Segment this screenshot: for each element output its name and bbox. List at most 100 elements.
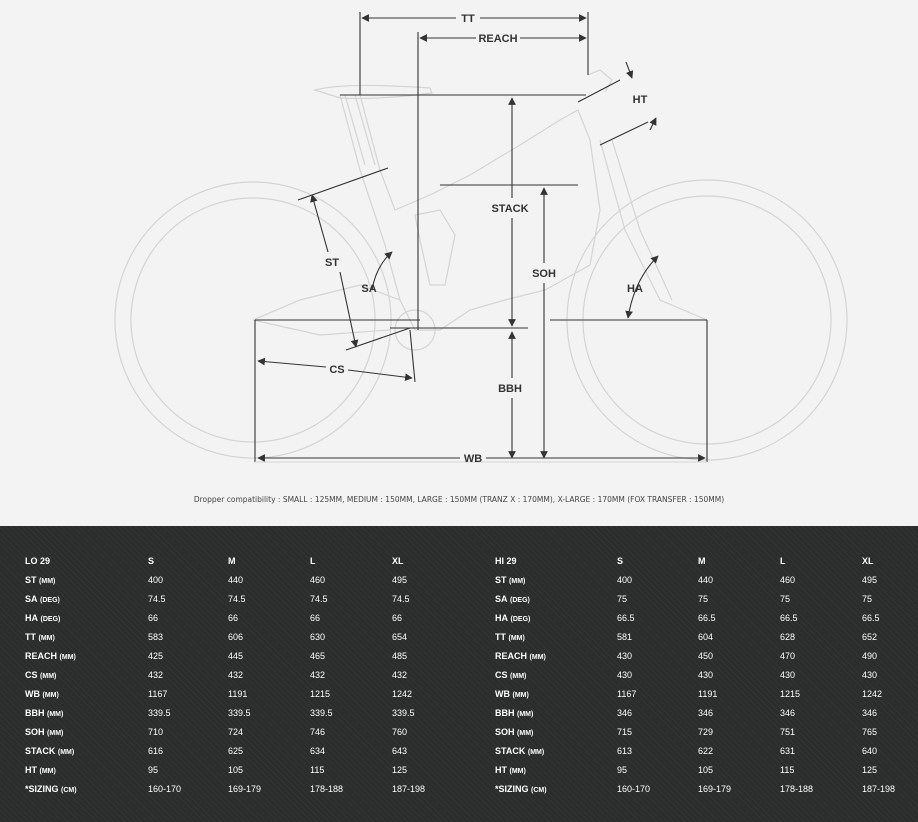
table-cell: 654 (392, 632, 408, 642)
row-label: SOH (MM) (25, 727, 63, 737)
row-label: ST (MM) (25, 575, 55, 585)
table-cell: 95 (617, 765, 628, 775)
table-cell: 440 (228, 575, 244, 585)
row-label-unit: (CM) (61, 787, 77, 794)
row-label: TT (MM) (25, 632, 55, 642)
table-cell: 75 (862, 594, 873, 604)
size-header: XL (862, 556, 874, 566)
table-cell: 75 (780, 594, 791, 604)
table-cell: 346 (698, 708, 714, 718)
row-label: SOH (MM) (495, 727, 533, 737)
label-tt: TT (461, 13, 475, 25)
row-label-name: BBH (495, 708, 515, 718)
table-cell: 430 (780, 670, 796, 680)
table-cell: 339.5 (228, 708, 251, 718)
table-cell: 430 (617, 651, 633, 661)
row-label-name: REACH (495, 651, 528, 661)
fork (599, 139, 708, 321)
table-cell: 66 (392, 613, 403, 623)
label-cs: CS (329, 364, 344, 376)
table-cell: 495 (862, 575, 878, 585)
row-label: *SIZING (CM) (495, 784, 547, 794)
dimension-lines (254, 12, 708, 463)
row-label-name: WB (25, 689, 40, 699)
table-cell: 425 (148, 651, 164, 661)
table-cell: 622 (698, 746, 714, 756)
table-cell: 643 (392, 746, 408, 756)
table-cell: 604 (698, 632, 714, 642)
row-label-unit: (MM) (529, 654, 546, 661)
table-cell: 339.5 (148, 708, 171, 718)
table-cell: 346 (780, 708, 796, 718)
row-label: WB (MM) (495, 689, 529, 699)
table-cell: 751 (780, 727, 796, 737)
table-cell: 470 (780, 651, 796, 661)
table-cell: 631 (780, 746, 796, 756)
row-label-unit: (MM) (510, 673, 527, 680)
table-cell: 729 (698, 727, 714, 737)
table-cell: 105 (698, 765, 714, 775)
table-cell: 1167 (148, 689, 168, 699)
table-cell: 105 (228, 765, 244, 775)
row-label-unit: (DEG) (510, 616, 531, 623)
table-cell: 613 (617, 746, 633, 756)
table-cell: 66.5 (698, 613, 716, 623)
table-title: HI 29 (495, 556, 517, 566)
table-cell: 440 (698, 575, 714, 585)
row-label-unit: (DEG) (510, 597, 530, 604)
table-cell: 430 (698, 670, 714, 680)
row-label-name: BBH (25, 708, 45, 718)
table-cell: 760 (392, 727, 408, 737)
size-header: XL (392, 556, 404, 566)
row-label-name: TT (495, 632, 506, 642)
table-cell: 66.5 (780, 613, 798, 623)
label-stack: STACK (491, 203, 528, 215)
table-cell: 169-179 (228, 784, 262, 794)
table-cell: 125 (392, 765, 408, 775)
table-cell: 178-188 (310, 784, 344, 794)
table-cell: 652 (862, 632, 878, 642)
table-cell: 460 (780, 575, 796, 585)
row-label: CS (MM) (25, 670, 56, 680)
table-cell: 160-170 (617, 784, 651, 794)
size-header: M (698, 556, 706, 566)
table-cell: 490 (862, 651, 878, 661)
row-label-name: HT (495, 765, 507, 775)
row-label-name: WB (495, 689, 510, 699)
row-label-name: CS (495, 670, 508, 680)
table-cell: 339.5 (392, 708, 415, 718)
row-label-unit: (DEG) (40, 616, 61, 623)
table-cell: 634 (310, 746, 326, 756)
row-label-unit: (MM) (517, 730, 534, 737)
table-cell: 432 (392, 670, 408, 680)
label-wb: WB (464, 453, 482, 465)
table-cell: 75 (617, 594, 628, 604)
table-cell: 74.5 (392, 594, 410, 604)
row-label: HT (MM) (495, 765, 526, 775)
row-label-name: SOH (25, 727, 45, 737)
row-label-name: HA (495, 613, 508, 623)
row-label-unit: (DEG) (40, 597, 60, 604)
table-cell: 1215 (780, 689, 801, 699)
row-label: REACH (MM) (495, 651, 546, 661)
table-cell: 66 (310, 613, 321, 623)
row-label-name: CS (25, 670, 38, 680)
table-cell: 1242 (862, 689, 883, 699)
dimension-labels: TT REACH HT STACK SOH ST SA HA CS BBH WB (325, 13, 648, 465)
row-label-unit: (MM) (508, 635, 525, 642)
shock (414, 209, 456, 286)
swingarm (252, 284, 401, 336)
row-label-unit: (MM) (517, 711, 534, 718)
table-cell: 765 (862, 727, 878, 737)
row-label-name: ST (25, 575, 37, 585)
table-cell: 495 (392, 575, 408, 585)
table-cell: 710 (148, 727, 164, 737)
row-label: *SIZING (CM) (25, 784, 77, 794)
row-label-name: SOH (495, 727, 515, 737)
row-label: TT (MM) (495, 632, 525, 642)
table-title: LO 29 (25, 556, 51, 566)
row-label: SA (DEG) (495, 594, 530, 604)
row-label-name: STACK (495, 746, 526, 756)
size-header: L (310, 556, 316, 566)
